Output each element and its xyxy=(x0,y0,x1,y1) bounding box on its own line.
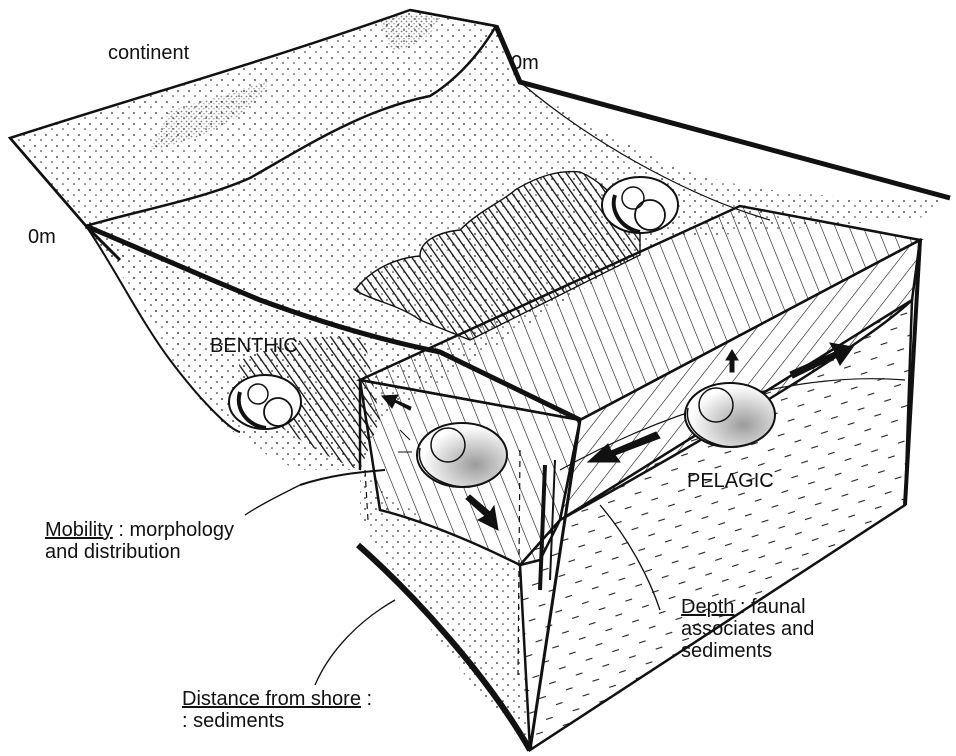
ammonite-benthic-lower xyxy=(229,375,301,429)
label-continent: continent xyxy=(108,42,189,64)
label-pelagic: PELAGIC xyxy=(687,470,774,492)
label-distance-line2: : sediments xyxy=(182,710,284,732)
label-distance: Distance from shore : : sediments xyxy=(182,688,372,732)
label-mobility-term: Mobility xyxy=(45,519,113,541)
label-depth-zero-left: 0m xyxy=(28,226,56,248)
label-benthic: BENTHIC xyxy=(210,335,298,357)
label-mobility-line2: and distribution xyxy=(45,541,181,563)
label-depth-line2: associates and xyxy=(681,618,814,640)
label-depth-rest: : faunal xyxy=(734,596,805,618)
label-mobility: Mobility : morphology and distribution xyxy=(45,519,234,563)
label-depth: Depth : faunal associates and sediments xyxy=(681,596,814,662)
label-mobility-rest: : morphology xyxy=(113,519,234,541)
ammonite-pelagic xyxy=(685,383,775,447)
ammonite-benthic-upper xyxy=(602,177,678,233)
label-depth-line3: sediments xyxy=(681,640,772,662)
label-depth-zero-top: 0m xyxy=(511,52,539,74)
label-depth-term: Depth xyxy=(681,596,734,618)
label-distance-term: Distance from shore xyxy=(182,688,361,710)
label-distance-rest: : xyxy=(361,688,372,710)
